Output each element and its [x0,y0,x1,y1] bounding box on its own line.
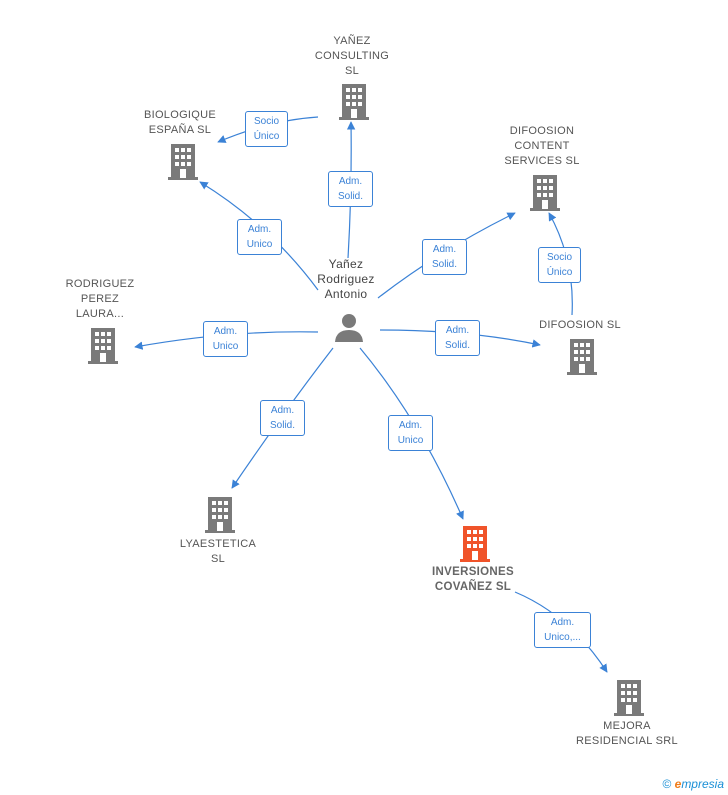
brand-logo-text: mpresia [681,777,724,791]
edge-label-adm-mejora[interactable]: Adm. Unico,... [534,612,591,648]
node-label-difoosion: DIFOOSION SL [539,319,621,331]
building-icon[interactable] [530,175,560,211]
node-label-rodriguez: RODRIGUEZ PEREZ LAURA... [65,278,135,320]
edge-label-adm-consulting[interactable]: Adm. Solid. [328,171,373,207]
node-label-difoosion-content: DIFOOSION CONTENT SERVICES SL [504,125,580,167]
node-label-mejora: MEJORA RESIDENCIAL SRL [576,720,678,747]
building-icon[interactable] [567,339,597,375]
edge-label-adm-rodriguez[interactable]: Adm. Unico [203,321,248,357]
edge-label-adm-difoosion[interactable]: Adm. Solid. [435,320,480,356]
brand-logo-e: e [674,777,682,791]
building-icon[interactable] [88,328,118,364]
brand-footer: © empresia [662,777,724,791]
edge-label-socio-content[interactable]: Socio Único [538,247,581,283]
node-label-person: Yañez Rodriguez Antonio [317,257,375,301]
node-label-lyaestetica: LYAESTETICA SL [179,538,257,565]
edge-label-adm-biologique[interactable]: Adm. Unico [237,219,282,255]
edge-label-adm-inversiones[interactable]: Adm. Unico [388,415,433,451]
node-label-inversiones: INVERSIONES COVAÑEZ SL [432,566,514,593]
node-label-yanez-consulting: YAÑEZ CONSULTING SL [314,35,390,77]
building-icon[interactable] [205,497,235,533]
copyright-icon: © [662,777,672,791]
edge-label-socio-biologique[interactable]: Socio Único [245,111,288,147]
edge-label-adm-lyaestetica[interactable]: Adm. Solid. [260,400,305,436]
building-icon[interactable] [339,84,369,120]
person-icon[interactable] [334,312,364,342]
building-icon[interactable] [168,144,198,180]
edge-label-adm-content[interactable]: Adm. Solid. [422,239,467,275]
building-icon[interactable] [614,680,644,716]
node-label-biologique: BIOLOGIQUE ESPAÑA SL [143,109,217,136]
building-icon-focus[interactable] [460,526,490,562]
